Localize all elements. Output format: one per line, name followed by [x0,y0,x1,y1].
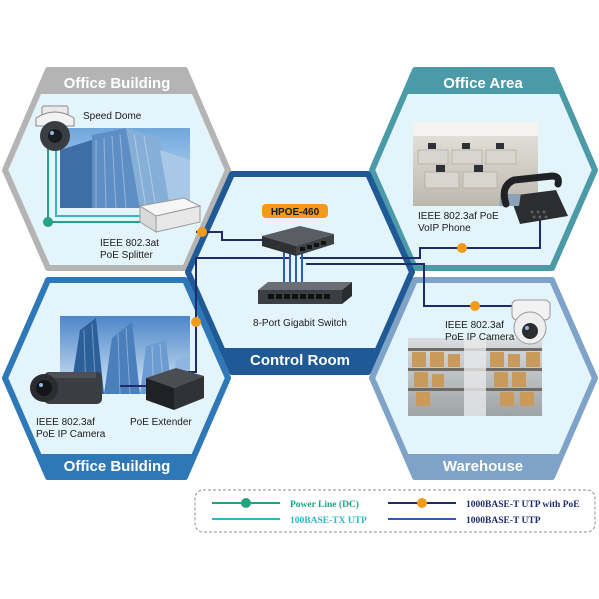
zone-title: Control Room [250,352,350,369]
ptz-camera-icon [511,299,551,345]
legend-poe-badge [417,498,427,508]
legend-box [194,489,596,533]
title-tab [36,71,197,94]
speed-dome-label: Speed Dome [83,111,142,122]
poe-cable-camera [306,263,512,307]
legend-utp-poe: 1000BASE-T UTP with PoE [466,500,580,510]
box-camera-icon [30,372,102,404]
zone-control-room: Control Room [185,171,415,375]
skyscraper-photo [60,128,190,209]
poe-cable-voip [300,208,541,259]
gigabit-switch-label: 8-Port Gigabit Switch [253,318,347,329]
poe-badge [197,227,207,237]
cable-badges [43,217,480,327]
zone-title: Office Building [64,75,171,92]
poe-splitter-icon [138,197,202,233]
ip-camera-right-label-1: IEEE 802.3af [445,320,504,331]
voip-phone-label-2: VoIP Phone [418,223,471,234]
poe-injector-hub-icon [262,226,334,256]
ip-camera-left-label-2: PoE IP Camera [36,429,106,440]
poe-splitter-label-2: PoE Splitter [100,250,153,261]
poe-splitter-label-1: IEEE 802.3at [100,238,159,249]
gigabit-switch-icon [258,282,352,304]
speed-dome-icon [35,105,75,151]
poe-cable-splitter [196,231,268,241]
ip-camera-left-label-1: IEEE 802.3af [36,417,95,428]
voip-phone-label-1: IEEE 802.3af PoE [418,211,499,222]
model-badge: HPOE-460 [262,204,328,218]
hex-frame [185,171,415,375]
warehouse-photo [408,338,542,416]
title-tab [403,71,564,94]
legend-power-line: Power Line (DC) [290,499,359,510]
title-tab [220,348,380,371]
tx-utp-cable [55,150,140,217]
poe-cable-extender [188,257,290,373]
legend-power-badge [241,498,251,508]
title-tab [403,454,564,476]
poe-badge [457,243,467,253]
legend: Power Line (DC) 100BASE-TX UTP 1000BASE-… [194,489,596,533]
legend-tx-utp: 100BASE-TX UTP [290,516,367,526]
poe-badge [191,317,201,327]
poe-extender-label: PoE Extender [130,417,192,428]
ip-camera-right-label-2: PoE IP Camera [445,332,515,343]
power-badge [43,217,53,227]
zone-title: Office Area [443,75,523,92]
zone-title: Warehouse [443,458,523,475]
zone-title: Office Building [64,458,171,475]
model-badge-label: HPOE-460 [271,207,320,218]
voip-phone-icon [499,172,568,224]
title-tab [36,454,197,476]
office-photo [413,122,538,206]
legend-utp: 1000BASE-T UTP [466,516,541,526]
poe-badge [470,301,480,311]
poe-extender-icon [146,368,204,410]
